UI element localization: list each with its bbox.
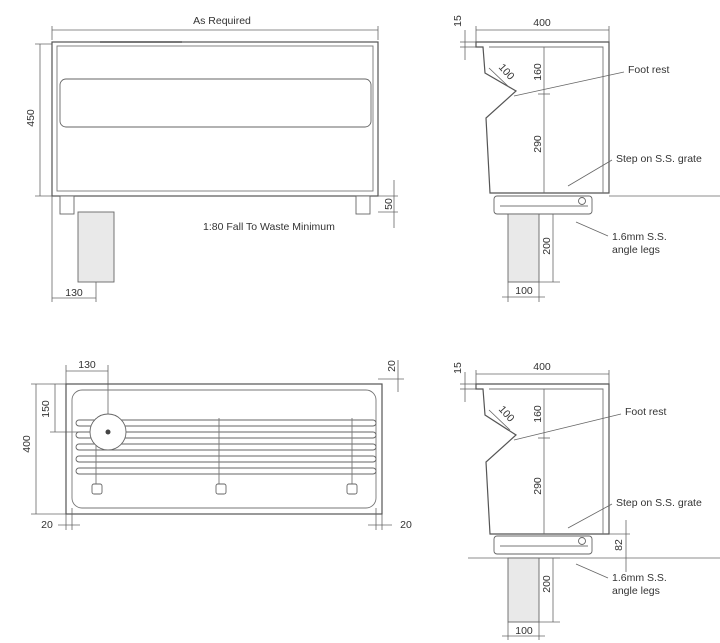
front-leg-foot-right [355,195,371,215]
side2-legs-label-line2: angle legs [612,585,660,597]
plan-depth-offset-label: 150 [40,400,52,418]
front-width-label: As Required [193,15,251,27]
side2-lower-height-label: 290 [532,477,544,495]
grate-bar [75,419,377,427]
side2-grate-label: Step on S.S. grate [616,497,702,509]
waste-center-mark [105,429,111,435]
grate-bar [75,467,377,475]
side2-grate-leader [567,503,613,529]
front-view: As Required 450 50 1:80 Fall To Waste Mi… [25,15,398,302]
waste-outlet [77,211,115,283]
side1-grate-label: Step on S.S. grate [616,153,702,165]
side1-leg-height-label: 200 [541,237,553,255]
side2-leg-width-label: 100 [515,625,533,637]
plan-grate [75,418,377,495]
plan-right-margin-label: 20 [400,519,412,531]
side1-leg-width-label: 100 [515,285,533,297]
side2-foot-rest-label: Foot rest [625,406,667,418]
side2-foot-rest-leader [513,413,622,441]
plan-top-margin-label: 20 [386,360,398,372]
side1-grate-leader [567,159,613,187]
side1-lower-height-label: 290 [532,135,544,153]
front-leg-foot-left [59,195,75,215]
side1-legs-leader [575,221,609,237]
plan-left-margin-label: 20 [41,519,53,531]
side2-angle-label: 100 [496,403,517,424]
leg-gap-label: 50 [383,198,395,210]
side-view-upper: 15 400 100 160 290 Foot rest Step on S.S… [452,15,720,302]
side1-grate [493,195,593,215]
side2-top-label: 15 [452,362,464,374]
side1-top-label: 15 [452,15,464,27]
side1-angle-line [488,67,511,89]
side1-foot-rest-leader [513,71,625,97]
side1-legs-label-line2: angle legs [612,244,660,256]
grate-bar [75,431,377,439]
side1-angle-label: 100 [496,61,517,82]
plan-view: 130 150 400 20 [21,359,412,531]
side2-angle-line [488,409,511,431]
grate-bar [75,443,377,451]
side-view-lower: 15 400 100 160 290 Foot rest Step on S.S… [452,361,720,640]
side1-foot-rest-label: Foot rest [628,64,670,76]
side2-body-profile [475,383,610,535]
front-waste-offset-label: 130 [65,287,83,299]
side2-grate-height-label: 82 [613,539,625,551]
side2-legs-leader [575,563,609,579]
side1-width-label: 400 [533,17,551,29]
side2-legs-label-line1: 1.6mm S.S. [612,572,667,584]
plan-tray-outline [65,383,383,515]
fall-note: 1:80 Fall To Waste Minimum [203,221,335,233]
trough-front-inner [56,45,374,192]
plan-waste-offset-label: 130 [78,359,96,371]
side1-body-profile [475,41,610,194]
side1-upper-height-label: 160 [532,63,544,81]
side2-grate [493,535,593,555]
side1-leg [507,213,540,283]
side2-leg-height-label: 200 [541,575,553,593]
plan-depth-label: 400 [21,435,33,453]
side2-upper-height-label: 160 [532,405,544,423]
foot-rest-panel [59,78,372,128]
side2-width-label: 400 [533,361,551,373]
grate-bar [75,455,377,463]
trough-front-outline [51,41,379,197]
side1-legs-label-line1: 1.6mm S.S. [612,231,667,243]
front-height-label: 450 [25,109,37,127]
side2-leg [507,557,540,623]
